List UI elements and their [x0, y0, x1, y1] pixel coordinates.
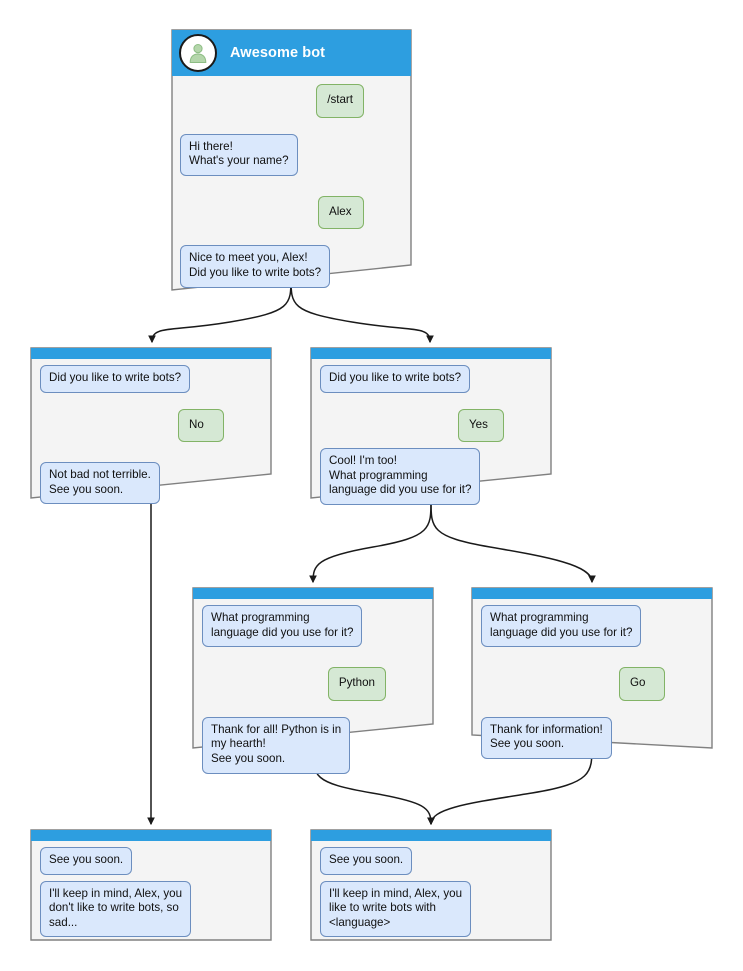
message-row: Did you like to write bots?: [320, 365, 542, 393]
bot-message-bubble[interactable]: Did you like to write bots?: [320, 365, 471, 393]
message-list: /start Hi there! What's your name? Alex …: [170, 76, 412, 291]
connector-yes-to-go: [430, 500, 596, 584]
user-avatar-icon: [179, 33, 217, 72]
message-list: What programming language did you use fo…: [192, 598, 434, 774]
card-header: [192, 587, 434, 598]
user-message-bubble[interactable]: Go: [619, 667, 665, 701]
message-row: Alex: [180, 195, 402, 230]
message-list: What programming language did you use fo…: [471, 598, 713, 759]
bot-message-bubble[interactable]: What programming language did you use fo…: [202, 605, 363, 648]
message-list: See you soon. I'll keep in mind, Alex, y…: [30, 840, 272, 941]
yes-branch-card[interactable]: Did you like to write bots? Yes Cool! I'…: [310, 347, 552, 505]
bot-name-label: Awesome bot: [230, 44, 326, 61]
message-row: Not bad not terrible. See you soon.: [40, 462, 262, 505]
message-list: See you soon. I'll keep in mind, Alex, y…: [310, 840, 552, 941]
user-message-bubble[interactable]: Alex: [318, 195, 364, 230]
message-row: I'll keep in mind, Alex, you like to wri…: [320, 880, 542, 938]
root-card[interactable]: Awesome bot /start Hi there! What's your…: [170, 29, 412, 291]
go-branch-card[interactable]: What programming language did you use fo…: [471, 587, 713, 759]
bot-message-bubble[interactable]: Not bad not terrible. See you soon.: [40, 462, 160, 505]
card-header: [310, 347, 552, 358]
bot-message-bubble[interactable]: Thank for all! Python is in my hearth! S…: [202, 716, 351, 774]
card-header: [310, 829, 552, 840]
bot-message-bubble[interactable]: Thank for information! See you soon.: [481, 716, 612, 759]
message-row: Go: [481, 667, 703, 701]
message-row: Thank for all! Python is in my hearth! S…: [202, 716, 424, 774]
message-row: Python: [202, 667, 424, 701]
message-row: Yes: [320, 408, 542, 443]
bot-message-bubble[interactable]: See you soon.: [40, 847, 133, 875]
message-row: Thank for information! See you soon.: [481, 716, 703, 759]
card-header: [30, 829, 272, 840]
message-row: I'll keep in mind, Alex, you don't like …: [40, 880, 262, 938]
message-row: Did you like to write bots?: [40, 365, 262, 393]
user-message-bubble[interactable]: Python: [327, 667, 386, 701]
bot-message-bubble[interactable]: See you soon.: [320, 847, 413, 875]
message-list: Did you like to write bots? Yes Cool! I'…: [310, 358, 552, 505]
bot-message-bubble[interactable]: Did you like to write bots?: [40, 365, 191, 393]
message-row: See you soon.: [320, 847, 542, 875]
message-row: No: [40, 408, 262, 443]
bot-message-bubble[interactable]: Hi there! What's your name?: [180, 133, 298, 176]
no-branch-card[interactable]: Did you like to write bots? No Not bad n…: [30, 347, 272, 505]
bot-message-bubble[interactable]: I'll keep in mind, Alex, you don't like …: [40, 880, 192, 938]
bot-message-bubble[interactable]: Nice to meet you, Alex! Did you like to …: [180, 245, 331, 288]
message-list: Did you like to write bots? No Not bad n…: [30, 358, 272, 505]
bot-message-bubble[interactable]: I'll keep in mind, Alex, you like to wri…: [320, 880, 472, 938]
connector-yes-to-python: [309, 500, 432, 584]
message-row: See you soon.: [40, 847, 262, 875]
message-row: /start: [180, 84, 402, 118]
user-message-bubble[interactable]: Yes: [458, 408, 504, 443]
message-row: Cool! I'm too! What programming language…: [320, 448, 542, 505]
python-branch-card[interactable]: What programming language did you use fo…: [192, 587, 434, 774]
message-row: What programming language did you use fo…: [481, 605, 703, 648]
message-row: Nice to meet you, Alex! Did you like to …: [180, 245, 402, 288]
bot-message-bubble[interactable]: What programming language did you use fo…: [481, 605, 642, 648]
user-message-bubble[interactable]: No: [178, 408, 224, 443]
end-yes-card[interactable]: See you soon. I'll keep in mind, Alex, y…: [310, 829, 552, 941]
bot-message-bubble[interactable]: Cool! I'm too! What programming language…: [320, 448, 481, 505]
user-message-bubble[interactable]: /start: [316, 84, 364, 118]
card-header: [30, 347, 272, 358]
message-row: Hi there! What's your name?: [180, 133, 402, 176]
end-no-card[interactable]: See you soon. I'll keep in mind, Alex, y…: [30, 829, 272, 941]
card-header: Awesome bot: [170, 29, 412, 76]
message-row: What programming language did you use fo…: [202, 605, 424, 648]
card-header: [471, 587, 713, 598]
